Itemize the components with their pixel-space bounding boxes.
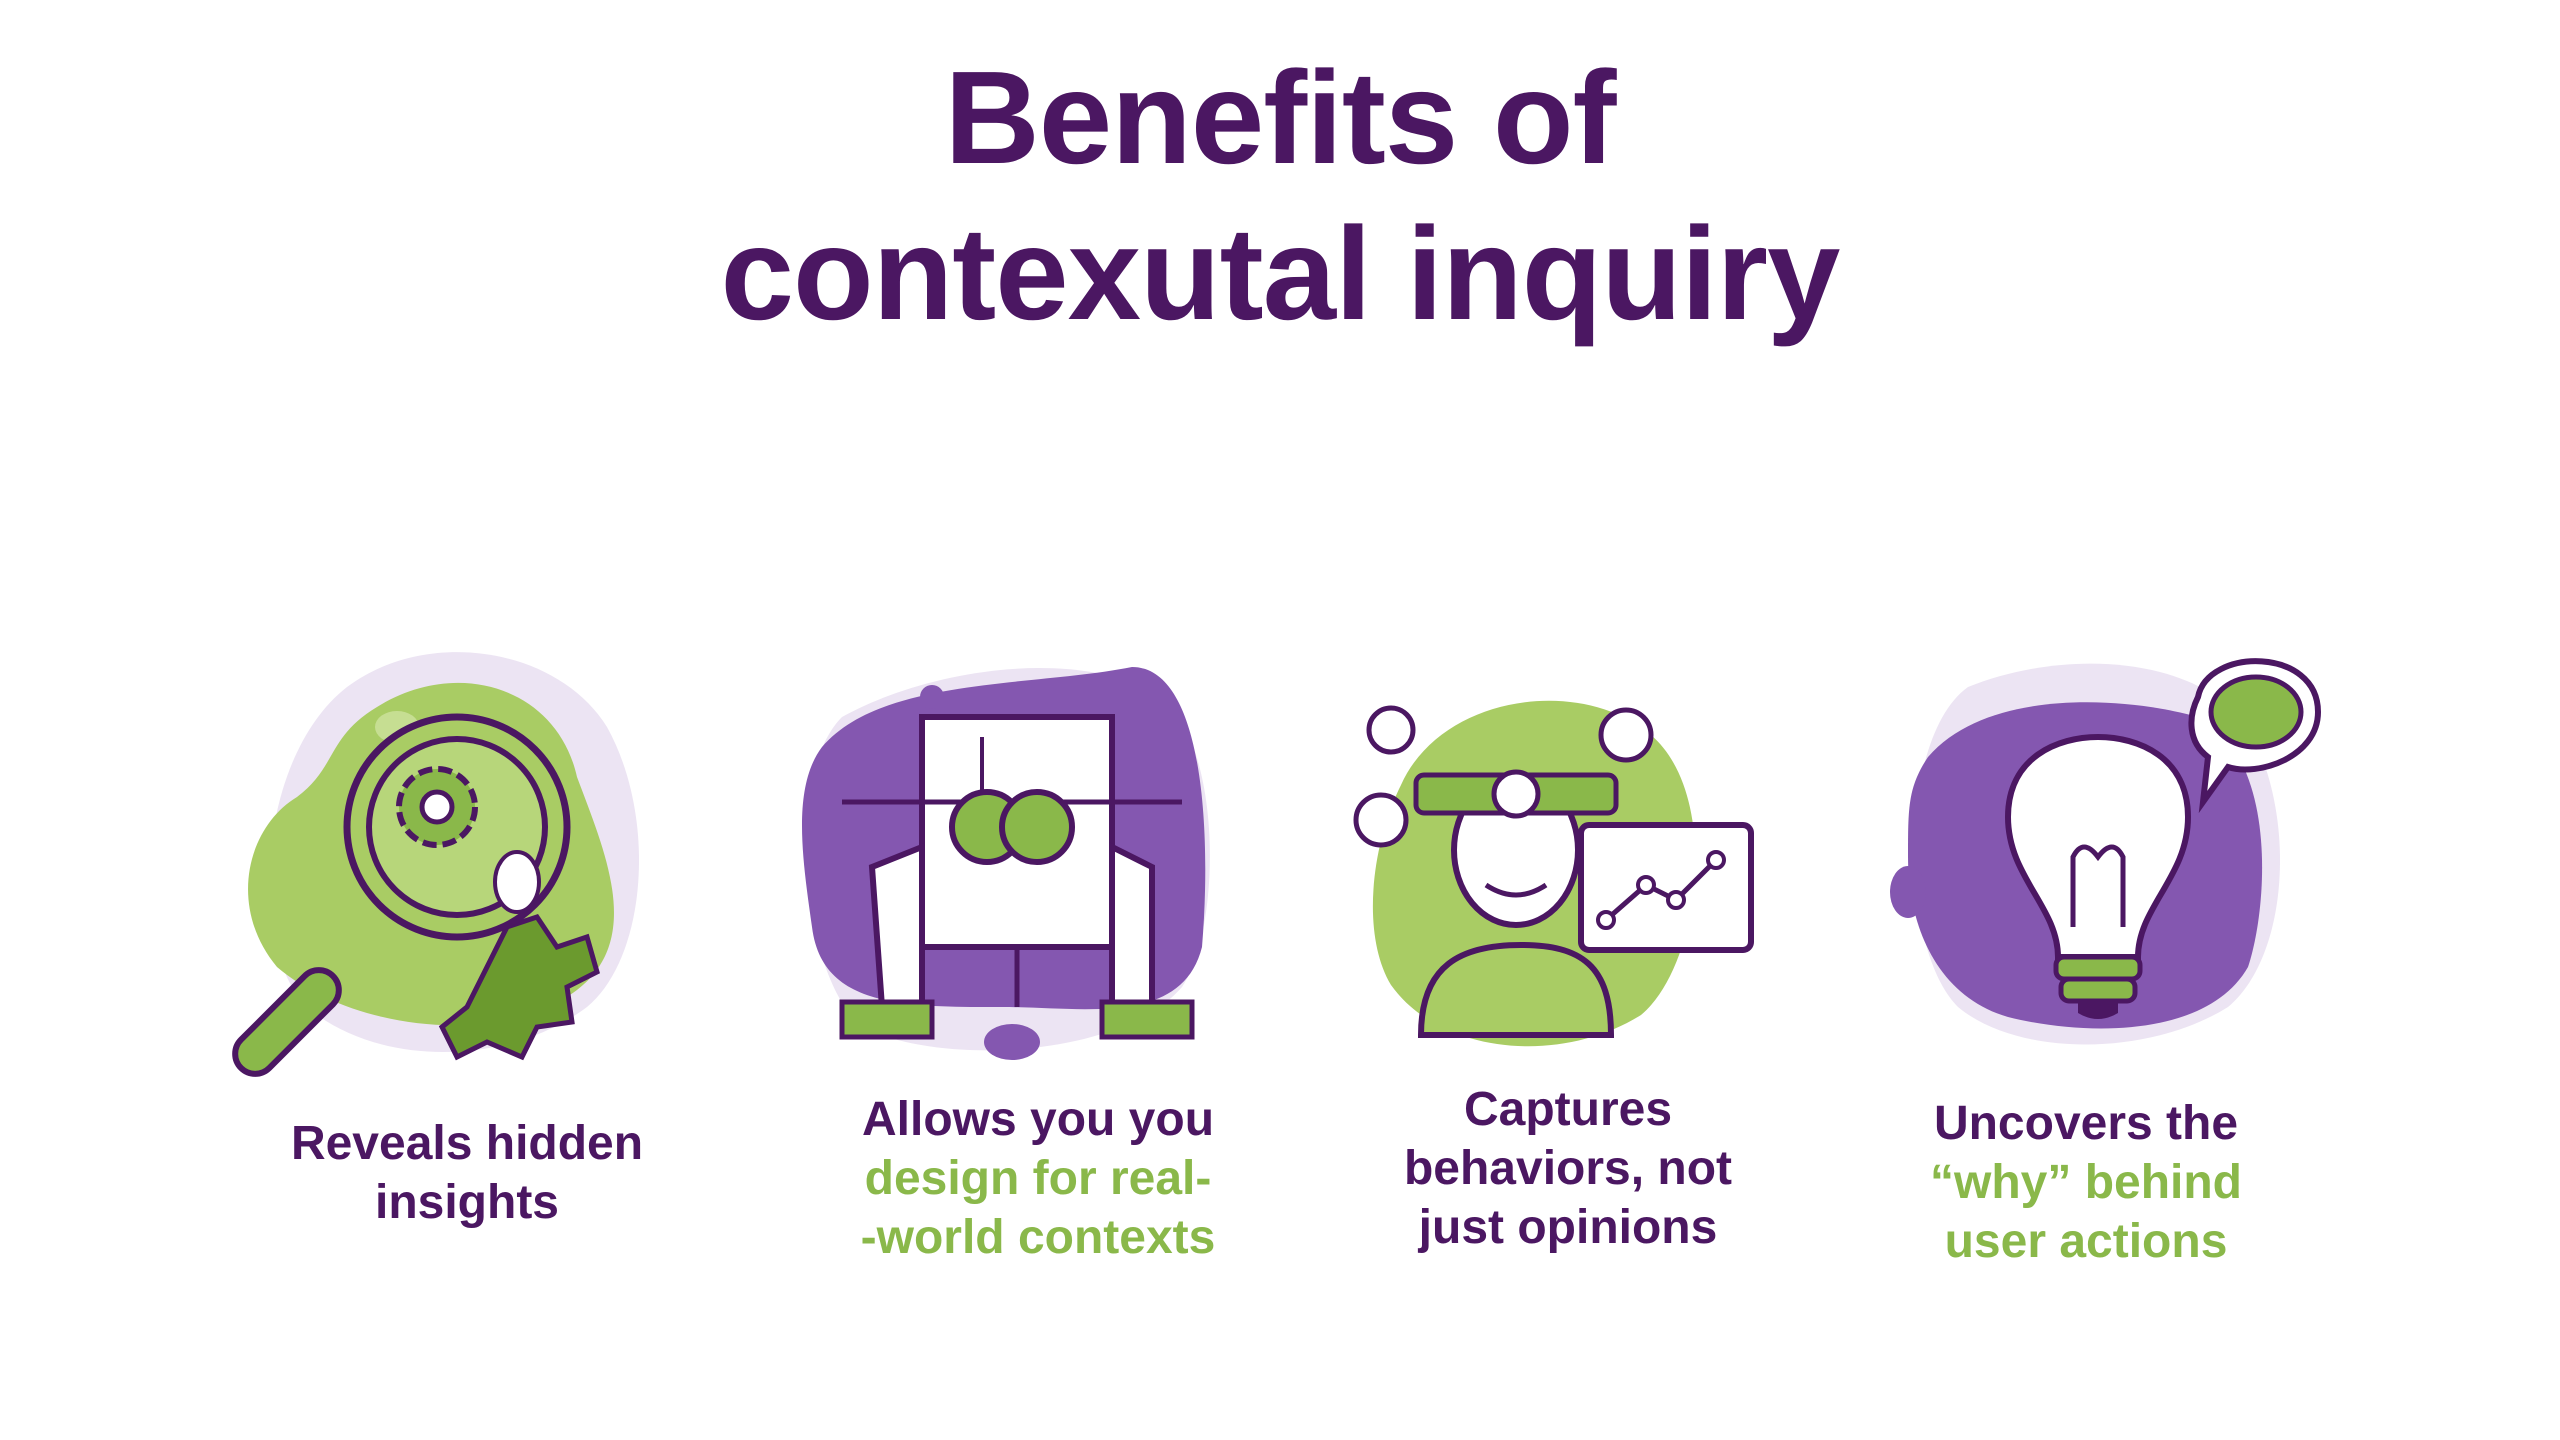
caption-line: insights [374, 1176, 559, 1229]
caption-line: user actions [1944, 1215, 2228, 1268]
caption-line: Reveals hidden [290, 1117, 644, 1170]
caption-line: -world contexts [860, 1211, 1216, 1264]
caption-line: behaviors, not [1403, 1142, 1733, 1195]
caption-line: Allows you you [861, 1093, 1215, 1146]
caption-line: just opinions [1418, 1201, 1718, 1254]
caption-uncovers-why: Uncovers the “why” behind user actions [1826, 1094, 2346, 1271]
caption-captures-behaviors: Captures behaviors, not just opinions [1308, 1080, 1828, 1257]
caption-reveals-hidden-insights: Reveals hidden insights [207, 1114, 727, 1232]
caption-line: design for real- [864, 1152, 1212, 1205]
caption-line: Captures [1463, 1083, 1673, 1136]
caption-line: “why” behind [1930, 1156, 2242, 1209]
title-line-1: Benefits of [944, 44, 1616, 191]
caption-design-real-world: Allows you you design for real- -world c… [778, 1090, 1298, 1267]
lightbulb-brain-icon [1890, 658, 2322, 1045]
magnifier-gear-icon [232, 652, 640, 1077]
person-headset-chart-icon [1353, 700, 1754, 1047]
title-line-2: contexutal inquiry [720, 200, 1841, 347]
caption-line: Uncovers the [1933, 1097, 2239, 1150]
hands-holding-paper-icon [802, 667, 1210, 1060]
page-title: Benefits of contexutal inquiry [0, 40, 2560, 352]
